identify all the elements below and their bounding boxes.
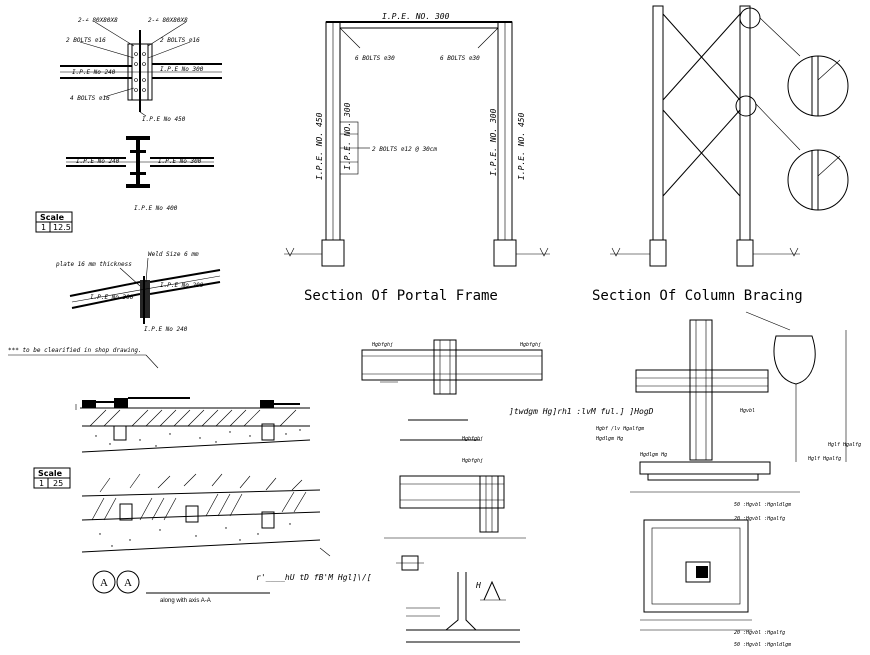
beam-label-1: Hgbfghj: [461, 436, 483, 442]
ipe300-label: I.P.E No 300: [160, 66, 204, 73]
ipe300-c-label: I.P.E No 300: [90, 294, 134, 301]
section-marker-a1: A: [100, 577, 108, 589]
footing-label-1: Hgbf /lv Hgalfgm: [595, 426, 644, 432]
frame-col-left: I.P.E. NO. 450: [315, 112, 324, 180]
rebar-label-2: Hgbfghj: [519, 342, 541, 348]
section-markers: A A along with axis A-A r'____hU tD fB'M…: [92, 570, 372, 604]
ipe240-c-label: I.P.E No 240: [144, 326, 188, 333]
frame-bolts-right: 6 BOLTS ⌀30: [440, 55, 480, 62]
rebar-detail-center: Hgbfghj Hgbfghj: [361, 339, 543, 421]
scale-ratio-1: 1: [41, 223, 46, 232]
mirrored-caption-center: ]twdgm Hg]rh1 :lvM ful.] ]HogD: [509, 407, 654, 416]
bracing-title: Section Of Column Bracing: [592, 288, 803, 304]
scale-title: Scale: [40, 213, 65, 222]
floor-section-lower: [81, 473, 331, 557]
angle-label-right: 2-∠ 80X80X8: [148, 17, 188, 24]
h-mark: H: [475, 581, 481, 590]
footing-label-10: Hglf Hgalfg: [827, 442, 861, 448]
scale-value-2: 25: [53, 479, 63, 488]
footing-label-8: 20 :Hgvbl :Hgalfg: [734, 630, 785, 636]
footing-label-5: 20 :Hgvbl :Hgalfg: [734, 516, 785, 522]
weld-label: Weld Size 6 mm: [148, 251, 199, 258]
portal-frame-title: Section Of Portal Frame: [304, 288, 498, 304]
column-bracing: Section Of Column Bracing: [592, 5, 849, 304]
mirrored-caption-left: r'____hU tD fB'M Hgl]\/[: [256, 573, 372, 582]
i-section-detail: I.P.E No 240 I.P.E No 300 I.P.E No 400: [66, 136, 214, 212]
floor-section-upper: [75, 397, 311, 453]
ipe240-label: I.P.E No 240: [72, 69, 116, 76]
footing-label-3: Hgdlgm Hg: [639, 452, 667, 458]
section-marker-a2: A: [124, 577, 132, 589]
frame-top-label: I.P.E. NO. 300: [382, 12, 450, 21]
angle-label-left: 2-∠ 80X80X8: [78, 17, 118, 24]
scale-title-2: Scale: [38, 469, 63, 478]
ipe300-b-label: I.P.E No 300: [158, 158, 202, 165]
ipe400-label: I.P.E No 400: [134, 205, 178, 212]
connection-detail-top: 2-∠ 80X80X8 2-∠ 80X80X8 2 BOLTS ⌀16 2 BO…: [60, 17, 222, 123]
beam-label-2: Hgbfghj: [461, 458, 483, 464]
bolts4-label: 4 BOLTS ⌀16: [70, 95, 110, 102]
ipe450-label: I.P.E No 450: [142, 116, 186, 123]
weld-detail: Weld Size 6 mm plate 16 mm thickness I.P…: [56, 251, 221, 333]
scale-box-2: Scale 1 25: [33, 467, 71, 489]
plate-label: plate 16 mm thickness: [56, 261, 132, 268]
scale-ratio-2: 1: [39, 479, 44, 488]
footing-label-9: 50 :Hgvbl :Hgnldlgm: [734, 642, 791, 648]
frame-col-left-2: I.P.E. NO. 300: [343, 102, 352, 170]
footing-detail-center: H: [396, 555, 520, 643]
footing-label-6: Hglf Hgalfg: [807, 456, 841, 462]
footing-label-2: Hgdlgm Hg: [595, 436, 623, 442]
bolts-label-right: 2 BOLTS ⌀16: [160, 37, 200, 44]
scale-box-1: Scale 1 12.5: [35, 211, 73, 233]
portal-frame: I.P.E. NO. 300 6 BOLTS ⌀30 6 BOLTS ⌀30 I…: [284, 12, 550, 304]
frame-col-right-2: I.P.E. NO. 300: [489, 108, 498, 176]
ipe240-b-label: I.P.E No 240: [76, 158, 120, 165]
beam-section-center: Hgbfghj Hgbfghj: [384, 436, 526, 539]
frame-bolts-mid: 2 BOLTS ⌀12 @ 30cm: [372, 146, 437, 153]
axis-note: along with axis A-A: [160, 598, 211, 604]
frame-bolts-left: 6 BOLTS ⌀30: [355, 55, 395, 62]
bolts-label-left: 2 BOLTS ⌀16: [66, 37, 106, 44]
shop-drawing-note: *** to be clearified in shop drawing.: [8, 347, 142, 354]
footing-label-7: Hgvbl: [739, 408, 755, 414]
rebar-label-1: Hgbfghj: [371, 342, 393, 348]
ipe200-c-label: I.P.E No 200: [160, 282, 204, 289]
column-footing-right: ]twdgm Hg]rh1 :lvM ful.] ]HogD Hgbf /lv …: [509, 311, 861, 648]
scale-value-1: 12.5: [53, 223, 71, 232]
frame-col-right: I.P.E. NO. 450: [517, 112, 526, 180]
footing-label-4: 50 :Hgvbl :Hgnldlgm: [734, 502, 791, 508]
